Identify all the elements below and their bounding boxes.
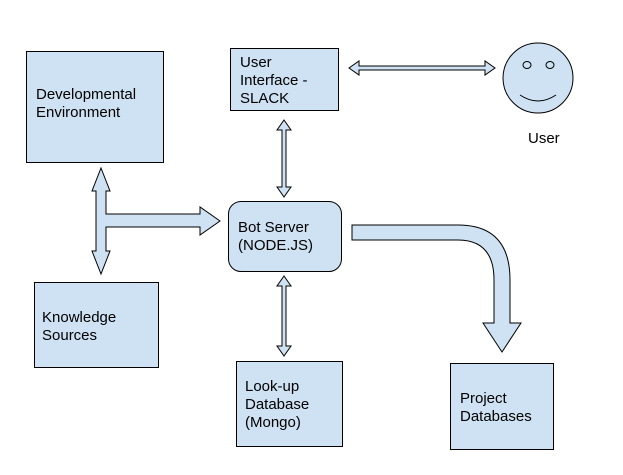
knowledge-sources-label: Knowledge Sources	[42, 309, 117, 344]
arrow-dev-knowledge-bot	[91, 166, 221, 276]
arrow-bot-lookup	[276, 275, 292, 357]
arrow-ui-user	[348, 60, 496, 76]
developmental-environment-box: Developmental Environment	[26, 51, 164, 163]
project-databases-label: Project Databases	[460, 390, 532, 425]
user-label: User	[528, 130, 560, 147]
lookup-database-box: Look-up Database (Mongo)	[236, 361, 343, 447]
smiley-face-icon	[502, 42, 574, 114]
arrow-bot-project	[351, 224, 522, 353]
knowledge-sources-box: Knowledge Sources	[34, 282, 159, 368]
developmental-environment-label: Developmental Environment	[36, 86, 137, 121]
arrow-ui-bot	[276, 119, 292, 198]
bot-server-box: Bot Server (NODE.JS)	[228, 201, 342, 272]
user-interface-label: User Interface - SLACK	[240, 54, 308, 107]
project-databases-box: Project Databases	[450, 363, 554, 450]
lookup-database-label: Look-up Database (Mongo)	[245, 378, 310, 431]
bot-server-label: Bot Server (NODE.JS)	[238, 219, 313, 254]
user-interface-box: User Interface - SLACK	[230, 48, 339, 111]
